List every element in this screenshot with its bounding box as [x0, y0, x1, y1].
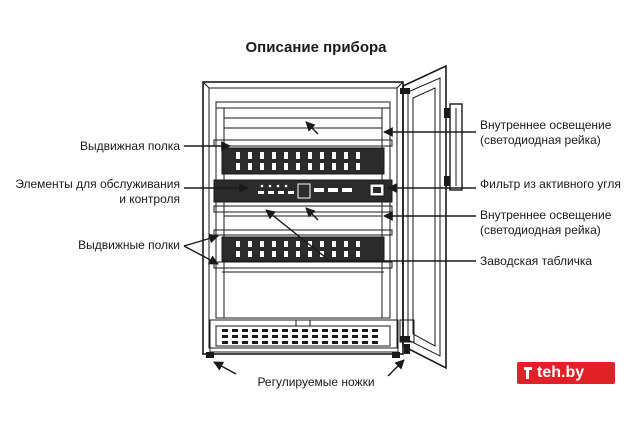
lower-sliding-shelf-1: [213, 229, 393, 262]
watermark-logo: [517, 362, 615, 384]
top-led-strip: [223, 117, 383, 129]
upper-sliding-shelf: [213, 139, 393, 175]
label-sliding-shelf: Выдвижная полка: [80, 139, 180, 153]
leader-sliding-shelves-up: [183, 233, 219, 247]
diagram-title: Описание прибора: [246, 39, 388, 56]
watermark-mark-icon: [524, 367, 532, 379]
label-adjustable-feet: Регулируемые ножки: [257, 375, 374, 389]
label-inner-light-1-line2: (светодиодная рейка): [480, 133, 601, 147]
label-carbon-filter: Фильтр из активного угля: [480, 177, 621, 191]
lower-sliding-shelf-2: [213, 261, 393, 273]
open-door: [400, 64, 463, 370]
label-inner-light-2-line1: Внутреннее освещение: [480, 208, 612, 222]
label-inner-light-1-line1: Внутреннее освещение: [480, 118, 612, 132]
label-rating-plate: Заводская табличка: [480, 254, 592, 268]
watermark-text: teh.by: [537, 364, 585, 381]
ventilation-grille: [209, 319, 399, 353]
leader-feet-right: [387, 359, 405, 377]
led-arrow-middle: [305, 207, 319, 221]
leader-sliding-shelves-down: [183, 245, 219, 265]
label-inner-light-2-line2: (светодиодная рейка): [480, 223, 601, 237]
leader-feet-left: [213, 361, 237, 375]
middle-led-strip: [213, 205, 393, 217]
led-arrow-top: [305, 121, 319, 135]
label-controls-line1: Элементы для обслуживания: [15, 177, 180, 191]
label-controls-line2: и контроля: [119, 192, 180, 206]
control-panel: [213, 179, 393, 203]
cabinet-body: [202, 81, 404, 355]
label-sliding-shelves: Выдвижные полки: [78, 238, 180, 252]
leader-rating-plate-diag: [265, 209, 331, 262]
